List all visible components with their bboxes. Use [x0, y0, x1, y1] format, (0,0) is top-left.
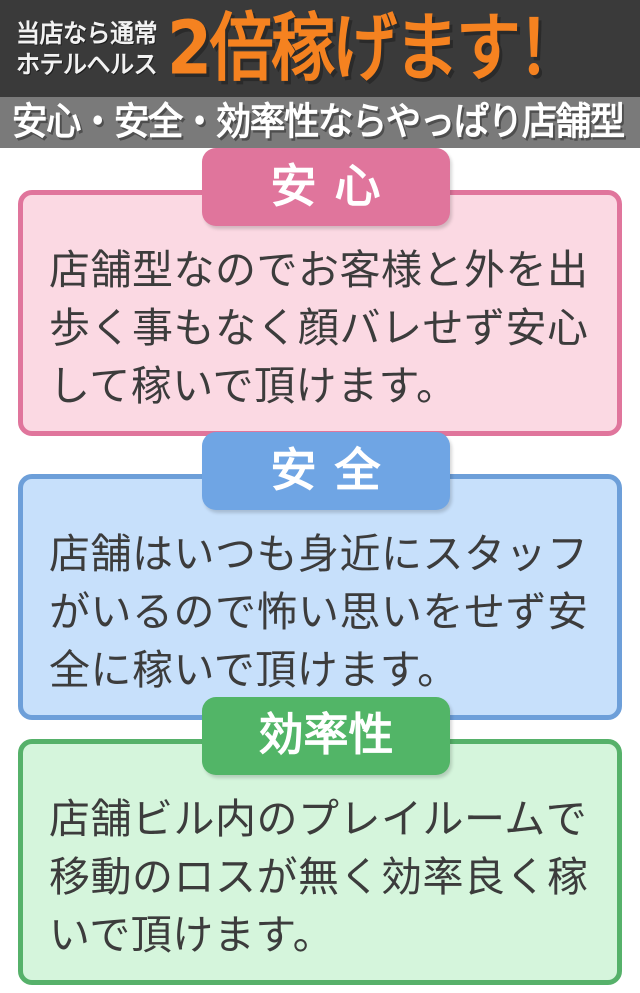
feature-card-text-line: いで頂けます。	[49, 911, 335, 959]
header-subtitle: 安心・安全・効率性ならやっぱり店舗型	[12, 100, 625, 144]
header-gray-band: 安心・安全・効率性ならやっぱり店舗型	[0, 97, 640, 148]
feature-card-text-line: 店舗はいつも身近にスタッフ	[49, 530, 589, 578]
feature-card-text-line: 移動のロスが無く効率良く稼	[49, 853, 589, 901]
feature-card-body-anshin: 店舗型なのでお客様と外を出 歩く事もなく顔バレせず安心 して稼いで頂けます。	[18, 190, 622, 436]
feature-card-anzen: 安 全 店舗はいつも身近にスタッフ がいるので怖い思いをせず安 全に稼いで頂けま…	[0, 432, 640, 720]
feature-card-tab-label: 効率性	[258, 708, 394, 761]
feature-card-text-line: 店舗型なのでお客様と外を出	[49, 246, 589, 294]
feature-card-kouritsusei: 効率性 店舗ビル内のプレイルームで 移動のロスが無く効率良く稼 いで頂けます。	[0, 697, 640, 985]
feature-card-list: 安 心 店舗型なのでお客様と外を出 歩く事もなく顔バレせず安心 して稼いで頂けま…	[0, 148, 640, 985]
header-eyebrow-line-2: ホテルヘルス	[16, 49, 158, 79]
feature-card-body-kouritsusei: 店舗ビル内のプレイルームで 移動のロスが無く効率良く稼 いで頂けます。	[18, 739, 622, 985]
feature-card-tab-anzen: 安 全	[202, 432, 450, 510]
feature-card-text-line: 歩く事もなく顔バレせず安心	[49, 304, 589, 352]
feature-card-text-line: 全に稼いで頂けます。	[49, 646, 459, 694]
header-headline: 2倍稼げます！	[167, 4, 582, 92]
feature-card-tab-label: 安 心	[270, 159, 382, 213]
header-eyebrow-line-1: 当店なら通常	[16, 18, 158, 48]
header-eyebrow-group: 当店なら通常 ホテルヘルス	[16, 18, 163, 80]
feature-card-tab-label: 安 全	[270, 443, 382, 497]
feature-card-tab-anshin: 安 心	[202, 148, 450, 226]
feature-card-body-anzen: 店舗はいつも身近にスタッフ がいるので怖い思いをせず安 全に稼いで頂けます。	[18, 474, 622, 720]
feature-card-text-line: 店舗ビル内のプレイルームで	[49, 795, 588, 843]
feature-card-text-line: がいるので怖い思いをせず安	[49, 588, 589, 636]
header-dark-band: 当店なら通常 ホテルヘルス 2倍稼げます！	[0, 0, 640, 97]
feature-card-text-line: して稼いで頂けます。	[49, 362, 458, 410]
feature-card-tab-kouritsusei: 効率性	[202, 697, 450, 775]
feature-card-anshin: 安 心 店舗型なのでお客様と外を出 歩く事もなく顔バレせず安心 して稼いで頂けま…	[0, 148, 640, 436]
